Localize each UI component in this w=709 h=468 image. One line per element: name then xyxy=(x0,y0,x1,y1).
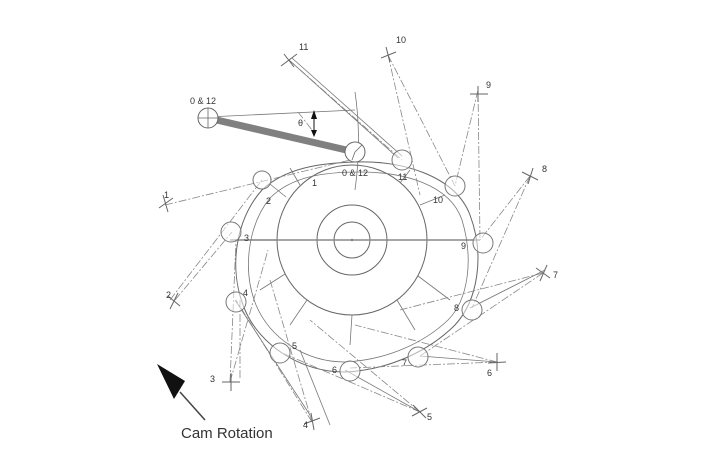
pivot-label-7: 7 xyxy=(553,270,558,280)
roller-label-8: 8 xyxy=(454,303,459,313)
theta-label: θ xyxy=(298,118,303,128)
roller-label-2: 2 xyxy=(266,196,271,206)
theta-dimension: θ xyxy=(298,110,317,137)
roller-label-0-12: 0 & 12 xyxy=(342,168,368,178)
arrow-up-icon xyxy=(311,110,317,119)
pivot-label-0-12: 0 & 12 xyxy=(190,96,216,106)
follower-arm xyxy=(197,107,366,163)
pivot-marks xyxy=(158,46,551,431)
pivot-label-2: 2 xyxy=(166,290,171,300)
pivot-label-9: 9 xyxy=(486,80,491,90)
roller-label-1: 1 xyxy=(312,178,317,188)
rotation-arrow-shaft xyxy=(179,391,206,421)
pivot-label-3: 3 xyxy=(210,374,215,384)
position-labels: 0 & 12 0 & 12 1 2 3 4 5 6 7 8 9 10 11 1 … xyxy=(164,35,558,430)
roller-label-7: 7 xyxy=(402,358,407,368)
pivot-label-10: 10 xyxy=(396,35,406,45)
roller-label-3: 3 xyxy=(244,233,249,243)
follower-link xyxy=(207,114,356,156)
roller-label-10: 10 xyxy=(433,195,443,205)
arrow-down-icon xyxy=(311,130,317,137)
cam-rotation-caption: Cam Rotation xyxy=(181,425,273,442)
pivot-label-1: 1 xyxy=(164,190,169,200)
pivot-label-5: 5 xyxy=(427,412,432,422)
radial-ticks xyxy=(250,167,451,346)
roller-label-4: 4 xyxy=(243,288,248,298)
pivot-label-6: 6 xyxy=(487,368,492,378)
cam-rotation-indicator: Cam Rotation xyxy=(157,364,273,442)
roller-positions xyxy=(220,149,494,382)
roller-label-9: 9 xyxy=(461,241,466,251)
pivot-label-11: 11 xyxy=(299,42,308,52)
roller-label-11: 11 xyxy=(398,172,407,182)
pivot-label-4: 4 xyxy=(303,420,308,430)
rotation-arrow-icon xyxy=(157,364,185,399)
roller-label-5: 5 xyxy=(292,341,297,351)
roller-label-6: 6 xyxy=(332,365,337,375)
pivot-label-8: 8 xyxy=(542,164,547,174)
